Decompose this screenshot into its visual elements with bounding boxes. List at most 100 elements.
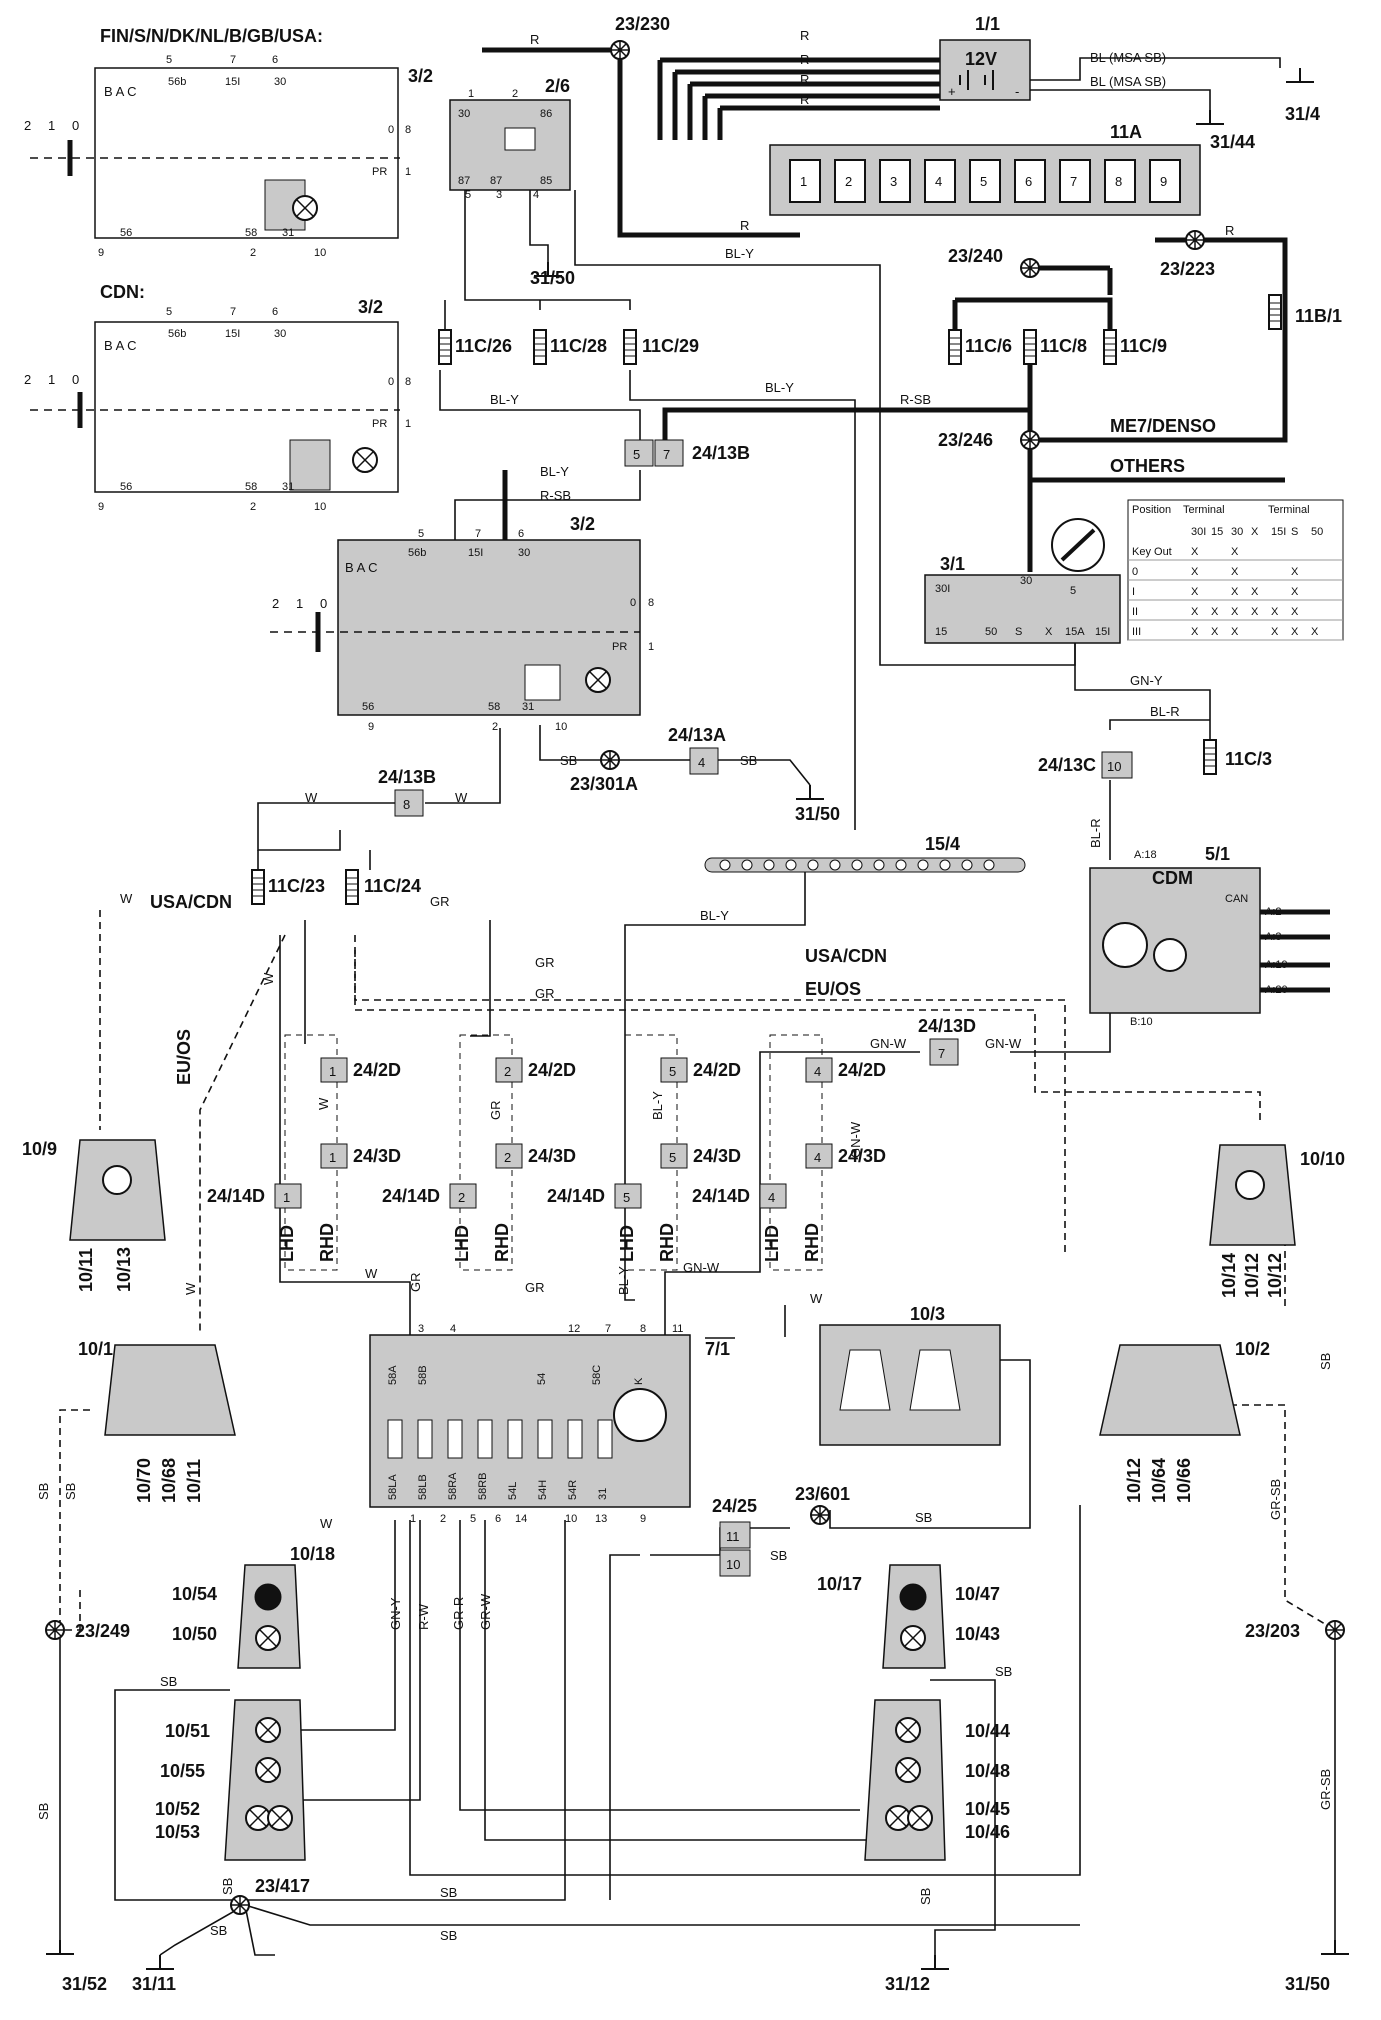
module-top-label-0: 58A	[387, 1365, 399, 1385]
fuse-11a-slot-7	[1059, 159, 1091, 203]
module-bottom-pin-9: 9	[640, 1513, 646, 1525]
switch-cdn-t9: 9	[98, 501, 104, 513]
wl-bl-y-5: BL-Y	[700, 908, 729, 923]
wl-sb-4: SB	[770, 1548, 787, 1563]
ground-31-12: 31/12	[885, 1974, 930, 1994]
bus-15-4-pin	[829, 859, 841, 871]
switch-main-56b: 56b	[408, 547, 426, 559]
module-bottom-label-6: 54R	[567, 1480, 579, 1500]
sb-left-dashed-2	[55, 1590, 81, 1631]
switch-main-t8: 8	[648, 597, 654, 609]
battery-group: 1/1 12V + -	[939, 14, 1031, 101]
switch-cdn-t8: 8	[405, 376, 411, 388]
module-bottom-pin-14: 14	[515, 1513, 527, 1525]
pin-24-2d-label-3: 4	[814, 1064, 821, 1079]
lamp-10-1-sub1: 10/70	[134, 1458, 154, 1503]
lamp-10-9-bulb-icon	[102, 1165, 132, 1195]
switch-top-15i: 15I	[225, 76, 240, 88]
pin-24-2d-2	[660, 1057, 688, 1083]
pin-24-14d-label-0: 1	[283, 1190, 290, 1205]
fuses-c6-c9-bus	[952, 297, 1113, 330]
pin-24-3d-1	[495, 1143, 523, 1169]
switch-top-t9: 9	[98, 247, 104, 259]
pin-24-14d-3	[759, 1183, 787, 1209]
wl-gn-w-1: GN-W	[870, 1036, 907, 1051]
c24-13d-label: 24/13D	[918, 1016, 976, 1036]
switch-cdn-pos-2: 2	[24, 372, 31, 387]
table-header-terminal-2: Terminal	[1268, 504, 1310, 516]
c24-13a-pin-4-label: 4	[698, 755, 705, 770]
wl-w-3: W	[365, 1266, 378, 1281]
switch-main-pos-2: 2	[272, 596, 279, 611]
switch-top-56b: 56b	[168, 76, 186, 88]
lamp-10-10-sub1: 10/14	[1219, 1253, 1239, 1298]
ground-31-52-icon	[45, 1939, 75, 1955]
table-row-pos-0: Key Out	[1132, 546, 1172, 558]
cdm-clock-icon	[1102, 922, 1148, 968]
wl-gr-1: GR	[430, 894, 450, 909]
fuse-11c23-label: 11C/23	[268, 876, 325, 896]
battery-minus: -	[1015, 84, 1019, 99]
splice-23-417-icon	[230, 1895, 250, 1915]
c24-13c-pin-10	[1101, 751, 1133, 779]
wl-bl-y-7: BL-Y	[616, 1266, 631, 1295]
lamp-10-3-reflectors	[839, 1349, 961, 1411]
fuse-11a-label-8: 8	[1115, 174, 1122, 189]
splice-23-203-icon	[1325, 1620, 1345, 1640]
wl-bl-r-1: BL-R	[1150, 704, 1180, 719]
fuse-11a-label-3: 3	[890, 174, 897, 189]
11c23-11c24-feed	[257, 850, 371, 870]
fuse-11b1-label: 11B/1	[1295, 306, 1342, 326]
wl-me7: ME7/DENSO	[1110, 416, 1216, 436]
wl-sb-1: SB	[560, 753, 577, 768]
fuse-11a-label-7: 7	[1070, 174, 1077, 189]
pin-24-14d-0	[274, 1183, 302, 1209]
switch-top-t6: 6	[272, 54, 278, 66]
switch-cdn-caption: CDN:	[100, 282, 145, 302]
splice-23-246-icon	[1020, 430, 1040, 450]
cdm-label: CDM	[1152, 868, 1193, 888]
splice-23-230-icon	[610, 40, 630, 60]
relay-sb-ground	[529, 190, 549, 262]
fuse-11c8-label: 11C/8	[1040, 336, 1087, 356]
module-resistor-3	[477, 1419, 493, 1459]
cdm-group: 5/1 CDM CAN A:18 A:2 A:3 A:19 A:20 B:10	[1089, 844, 1330, 1028]
switch-cdn-t7: 7	[230, 306, 236, 318]
switch-cdn-58: 58	[245, 481, 257, 493]
fuse-11c26-label: 11C/26	[455, 336, 512, 356]
splice-23-223-label: 23/223	[1160, 259, 1215, 279]
label-24-2d-0: 24/2D	[353, 1060, 401, 1080]
switch-cdn-t5: 5	[166, 306, 172, 318]
fuse-11a-slot-4	[924, 159, 956, 203]
wl-r2: R	[800, 52, 809, 67]
lamp-10-10-id: 10/10	[1300, 1149, 1345, 1169]
table-header-terminal-1: Terminal	[1183, 504, 1225, 516]
wl-gr-sb-1: GR-SB	[1268, 1479, 1283, 1520]
switch-top-housing	[94, 67, 399, 239]
bus-15-4-pin	[873, 859, 885, 871]
w-gr-down	[304, 920, 491, 1044]
w-to-13b8	[257, 802, 395, 851]
fuse-11a-slot-3	[879, 159, 911, 203]
module-bottom-label-1: 58LB	[417, 1474, 429, 1500]
lamp-10-45: 10/45	[965, 1799, 1010, 1819]
c24-13b-pin-7	[654, 439, 684, 467]
lamp-10-18-bulb-icon	[255, 1625, 281, 1651]
c24-13d-pin-7	[929, 1038, 959, 1066]
module-bottom-pin-5: 5	[470, 1513, 476, 1525]
switch-cdn-id: 3/2	[358, 297, 383, 317]
splice-417-ground	[159, 1904, 1080, 1956]
switch-cdn-group: CDN: 3/2 2 1 0 B A C 56b 15I 30 5 7 6 0 …	[24, 282, 411, 513]
module-bottom-pin-13: 13	[595, 1513, 607, 1525]
table-col-6: 50	[1311, 526, 1323, 538]
battery-voltage: 12V	[965, 49, 997, 69]
ground-31-52: 31/52	[62, 1974, 107, 1994]
relay-t2: 2	[512, 88, 518, 100]
rear-left-bulb-4-icon	[267, 1805, 293, 1831]
wl-sb-9: SB	[210, 1923, 227, 1938]
fuse-11a-label-2: 2	[845, 174, 852, 189]
switch-main-t0: 0	[630, 597, 636, 609]
bl-msa-2	[1030, 89, 1211, 110]
module-top-pin-11: 11	[672, 1323, 683, 1335]
